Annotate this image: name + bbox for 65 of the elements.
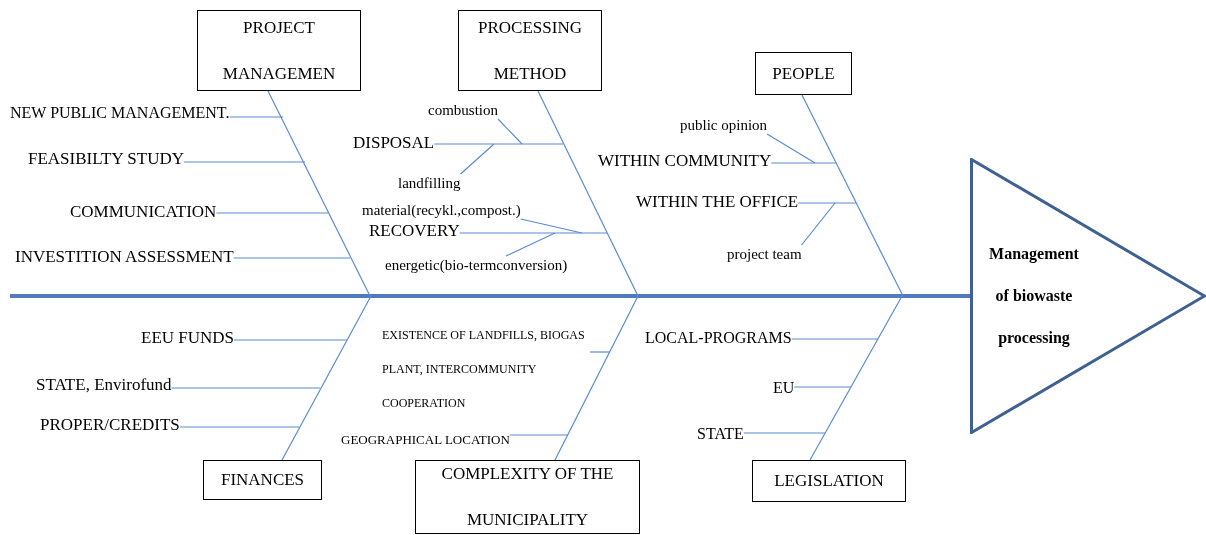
branch-line	[537, 90, 639, 297]
branch-line	[793, 386, 852, 388]
branch-line	[183, 161, 306, 163]
branch-line	[509, 434, 569, 436]
category-box	[458, 10, 602, 91]
cause-label: STATE, Envirofund	[36, 376, 172, 394]
cause-label: EXISTENCE OF LANDFILLS, BIOGAS PLANT, INTERCOMMUNITY COOPERATION	[382, 318, 590, 420]
branch-line	[179, 426, 300, 428]
cause-label: EEU FUNDS	[141, 329, 235, 347]
category-label: PROJECT MANAGEMEN	[221, 16, 337, 85]
cause-label: WITHIN COMMUNITY	[598, 152, 772, 170]
branch-line	[267, 90, 371, 297]
branch-line	[743, 432, 826, 434]
branch-line	[766, 133, 816, 164]
cause-label: project team	[727, 245, 802, 263]
branch-line	[589, 351, 611, 353]
category-label: FINANCES	[220, 469, 305, 491]
cause-label: PROPER/CREDITS	[40, 416, 180, 434]
category-label: LEGISLATION	[774, 470, 884, 492]
branch-line	[459, 232, 608, 234]
branch-line	[228, 116, 284, 118]
cause-label: combustion	[428, 101, 498, 119]
branch-line	[171, 387, 321, 389]
category-label: PROCESSING METHOD	[477, 16, 583, 85]
effect-label: Management of biowaste processing	[988, 244, 1080, 349]
branch-line	[520, 218, 583, 234]
cause-label: FEASIBILTY STUDY	[28, 150, 184, 168]
category-box	[197, 10, 361, 91]
branch-line	[215, 212, 329, 214]
cause-label: EU	[773, 379, 795, 397]
cause-label: COMMUNICATION	[70, 203, 217, 221]
branch-line	[233, 257, 351, 259]
branch-line	[801, 94, 904, 297]
cause-label: LOCAL-PROGRAMS	[645, 329, 792, 347]
branch-line	[791, 338, 879, 340]
branch-line	[770, 162, 837, 164]
category-label: COMPLEXITY OF THE MUNICIPALITY	[440, 463, 615, 531]
branch-line	[554, 295, 639, 461]
cause-label: material(recykl.,compost.)	[362, 201, 521, 219]
category-box	[415, 460, 640, 534]
category-box	[203, 460, 322, 500]
cause-label: RECOVERY	[369, 222, 460, 240]
category-label: PEOPLE	[772, 62, 835, 85]
category-box	[755, 52, 852, 95]
cause-label: landfilling	[398, 174, 461, 192]
spine-line	[10, 294, 970, 298]
category-box	[752, 460, 906, 502]
branch-line	[797, 202, 857, 204]
branch-line	[433, 143, 564, 145]
cause-label: public opinion	[680, 116, 768, 134]
effect-triangle	[970, 158, 1206, 434]
branch-line	[281, 295, 372, 461]
cause-label: DISPOSAL	[353, 134, 435, 152]
branch-line	[505, 232, 556, 257]
branch-line	[459, 143, 495, 175]
branch-line	[809, 295, 903, 461]
cause-label: INVESTITION ASSESSMENT	[15, 248, 234, 266]
cause-label: energetic(bio-termconversion)	[385, 256, 568, 274]
branch-line	[233, 339, 348, 341]
branch-line	[497, 118, 523, 145]
cause-label: STATE	[697, 425, 744, 443]
cause-label: NEW PUBLIC MANAGEMENT.	[10, 104, 230, 122]
cause-label: WITHIN THE OFFICE	[636, 193, 799, 211]
cause-label: GEOGRAPHICAL LOCATION	[341, 431, 510, 449]
branch-line	[800, 202, 836, 246]
